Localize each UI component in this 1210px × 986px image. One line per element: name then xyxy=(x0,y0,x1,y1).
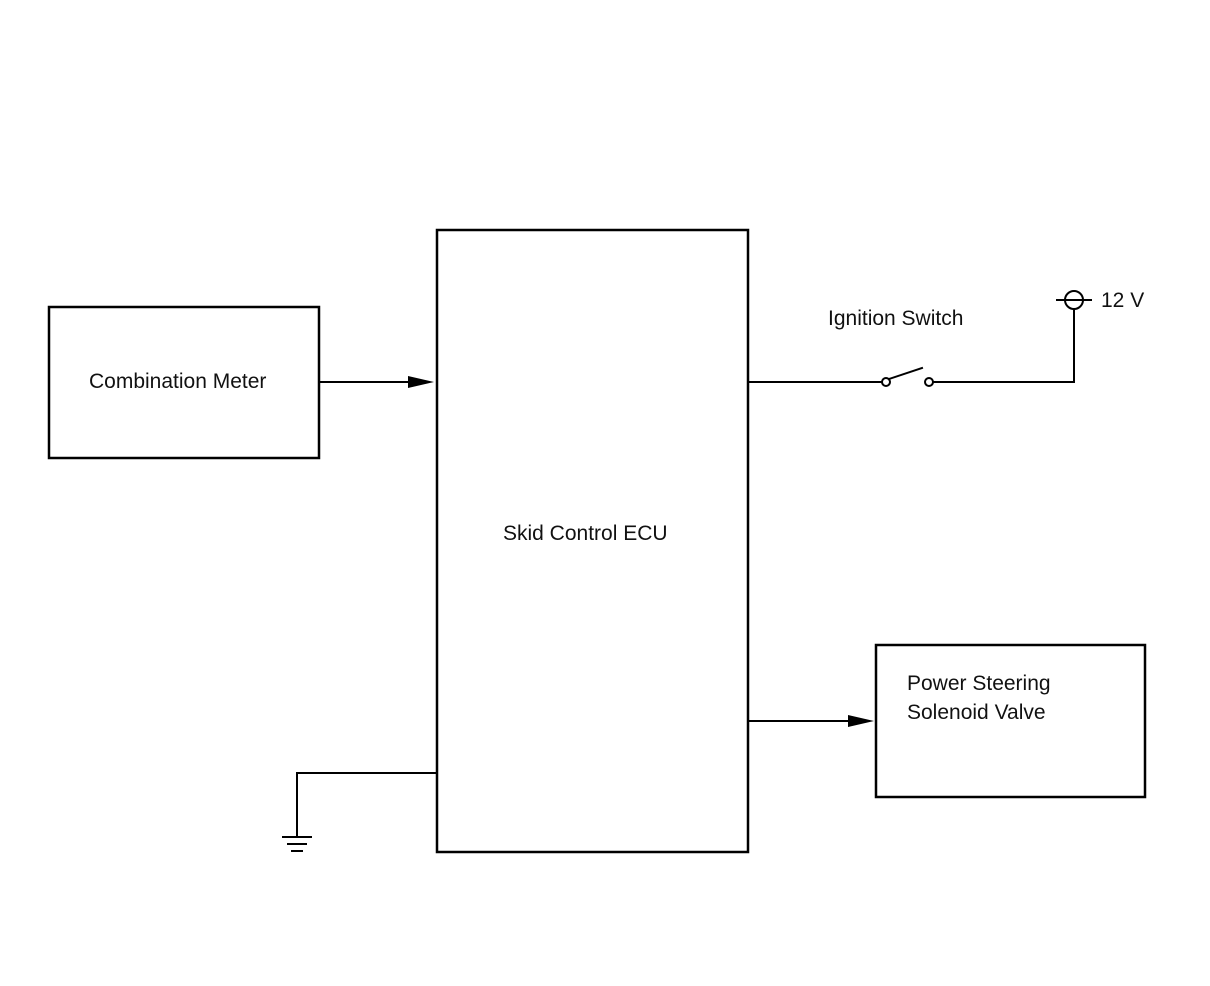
supply-12v-terminal: 12 V xyxy=(1056,289,1144,312)
switch-to-supply-wire xyxy=(932,308,1075,383)
meter-to-ecu-arrow xyxy=(408,376,434,388)
ground-connection xyxy=(282,772,438,852)
power-steering-solenoid-valve-block: Power Steering Solenoid Valve xyxy=(874,643,1147,799)
skid-control-ecu-block: Skid Control ECU xyxy=(435,228,750,854)
ignition-switch-label: Ignition Switch xyxy=(828,307,963,330)
power-steering-label-line1: Power Steering xyxy=(907,672,1051,695)
ecu-to-solenoid-arrow xyxy=(848,715,874,727)
skid-control-ecu-label: Skid Control ECU xyxy=(503,522,668,545)
ecu-to-ground-wire xyxy=(296,772,438,837)
supply-voltage-label: 12 V xyxy=(1101,289,1144,312)
combination-meter-block: Combination Meter xyxy=(47,305,321,460)
ecu-to-solenoid-signal xyxy=(747,715,874,727)
switch-terminal-left xyxy=(881,377,891,387)
meter-to-ecu-signal xyxy=(318,376,434,388)
ignition-switch-contact xyxy=(887,366,924,381)
ignition-circuit: Ignition Switch xyxy=(747,307,1075,387)
combination-meter-label: Combination Meter xyxy=(89,370,266,393)
switch-terminal-right xyxy=(924,377,934,387)
ground-symbol-icon xyxy=(282,836,312,852)
power-steering-label-line2: Solenoid Valve xyxy=(907,701,1046,724)
supply-terminal-circle xyxy=(1064,290,1084,310)
